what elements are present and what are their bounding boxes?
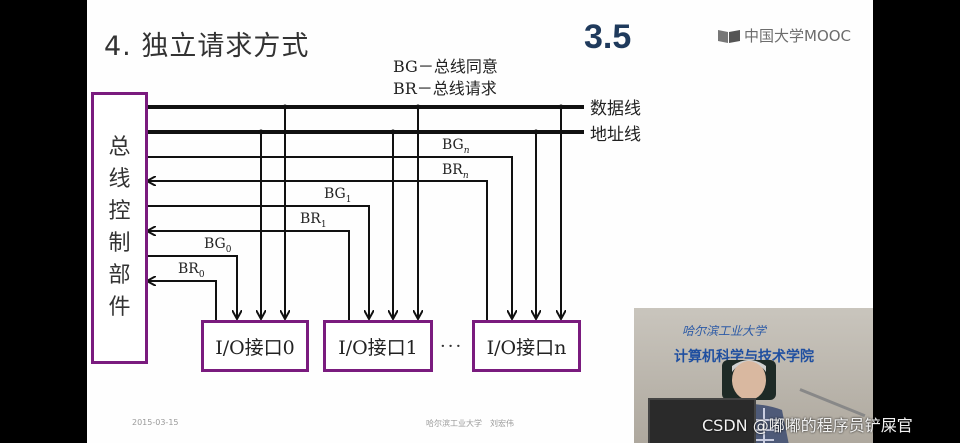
io-interface-n: I/O接口n <box>472 320 581 372</box>
io-interface-n-label: I/O接口n <box>486 336 567 359</box>
controller-char: 总 <box>108 135 131 160</box>
controller-char: 线 <box>108 167 131 192</box>
mooc-logo-icon <box>717 28 741 44</box>
csdn-watermark: CSDN @嘟嘟的程序员铲屎官 <box>702 416 913 435</box>
ellipsis: ··· <box>440 336 464 357</box>
video-department-sign: 计算机科学与技术学院 <box>674 349 814 365</box>
br-n-line <box>148 181 488 320</box>
bg-1-line <box>145 205 369 318</box>
address-bus-label: 地址线 <box>590 125 641 145</box>
label-bg-n: BGn <box>442 137 470 156</box>
controller-char: 制 <box>108 231 131 256</box>
label-bg-1: BG1 <box>324 186 352 205</box>
io-interface-1: I/O接口1 <box>323 320 433 372</box>
legend-bg: BG－总线同意 <box>393 57 498 76</box>
io-interface-0: I/O接口0 <box>201 320 309 372</box>
signal-legend: BG－总线同意 BR－总线请求 <box>393 56 498 100</box>
label-br-0: BR0 <box>178 261 205 280</box>
legend-br: BR－总线请求 <box>393 79 497 98</box>
controller-char: 件 <box>108 295 131 320</box>
controller-char: 部 <box>108 263 131 288</box>
footer-author: 哈尔滨工业大学 刘宏伟 <box>426 419 514 428</box>
label-bg-0: BG0 <box>204 236 232 255</box>
slide-title: 4. 独立请求方式 <box>104 31 310 62</box>
mooc-logo: 中国大学MOOC <box>717 25 851 46</box>
section-number: 3.5 <box>584 18 632 56</box>
data-bus-label: 数据线 <box>590 99 641 119</box>
bg-0-line <box>145 255 237 318</box>
br-1-line <box>148 231 350 320</box>
footer-date: 2015-03-15 <box>132 418 179 427</box>
video-university-sign: 哈尔滨工业大学 <box>682 324 767 338</box>
bus-controller-box: 总 线 控 制 部 件 <box>91 92 148 364</box>
label-br-1: BR1 <box>300 211 327 230</box>
br-0-line <box>148 281 217 320</box>
instructor-video[interactable]: 哈尔滨工业大学 计算机科学与技术学院 <box>634 308 873 443</box>
controller-char: 控 <box>108 199 131 224</box>
label-br-n: BRn <box>442 162 469 181</box>
bg-n-line <box>145 156 512 318</box>
mooc-logo-text: 中国大学MOOC <box>744 27 852 45</box>
laptop <box>648 398 756 443</box>
